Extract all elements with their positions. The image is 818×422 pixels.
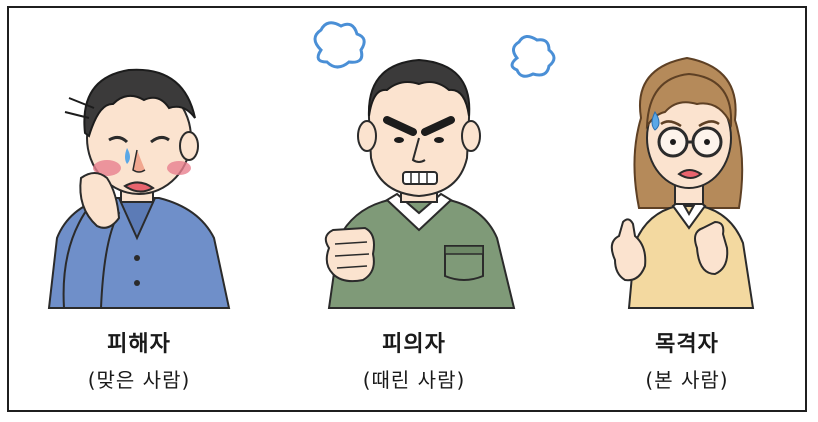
victim-role-label: 피해자 (107, 332, 171, 357)
witness-panel: 목격자 (본 사람) (569, 8, 805, 412)
anger-puff-right-icon (510, 35, 556, 78)
suspect-description-label: (때린 사람) (362, 368, 466, 392)
illustration-frame: 피해자 (맞은 사람) (7, 6, 807, 412)
victim-description-label: (맞은 사람) (87, 368, 191, 392)
suspect-panel: 피의자 (때린 사람) (269, 8, 559, 412)
victim-illustration (47, 68, 231, 309)
anger-puff-left-icon (313, 21, 366, 69)
victim-panel: 피해자 (맞은 사람) (9, 8, 269, 412)
witness-description-label: (본 사람) (645, 368, 729, 392)
suspect-role-label: 피의자 (382, 332, 446, 357)
suspect-illustration (313, 21, 556, 309)
witness-illustration (610, 56, 755, 309)
witness-role-label: 목격자 (655, 332, 719, 357)
